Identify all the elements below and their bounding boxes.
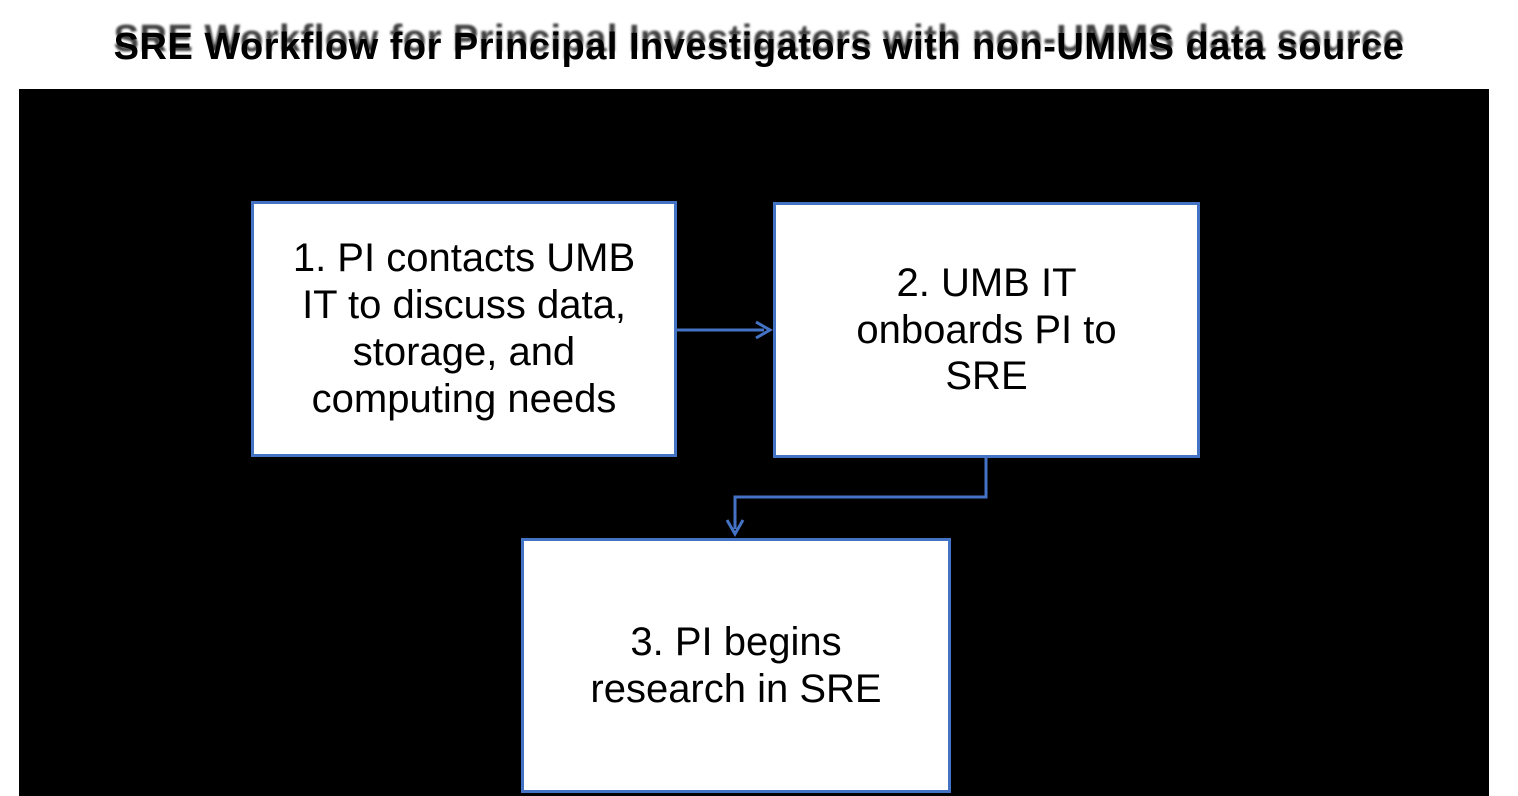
flowchart-step-3-box: 3. PI begins research in SRE [521,538,951,793]
elbow-arrow-step2-to-step3-icon [725,458,988,538]
arrow-step1-to-step2-icon [677,320,774,340]
flowchart-step-2-box: 2. UMB IT onboards PI to SRE [773,202,1200,458]
flowchart-step-1-box: 1. PI contacts UMB IT to discuss data, s… [251,201,677,457]
flowchart-step-3-label: 3. PI begins research in SRE [590,619,882,711]
diagram-title: SRE Workflow for Principal Investigators… [113,26,1405,68]
flowchart-step-1-label: 1. PI contacts UMB IT to discuss data, s… [292,236,636,421]
diagram-canvas: 1. PI contacts UMB IT to discuss data, s… [19,89,1489,796]
flowchart-step-2-label: 2. UMB IT onboards PI to SRE [856,260,1117,399]
